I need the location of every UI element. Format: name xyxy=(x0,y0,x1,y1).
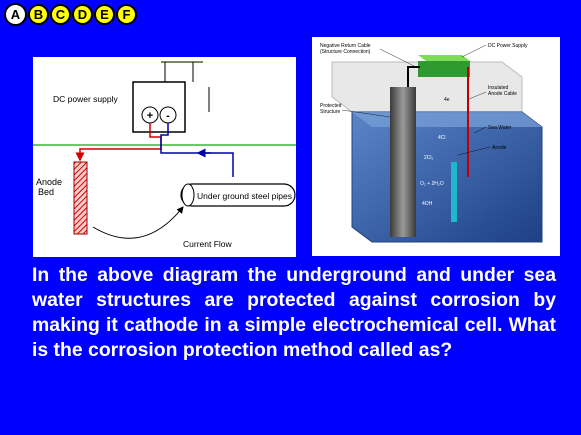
insulated-label-2: Anode Cable xyxy=(488,91,517,97)
anode-rod xyxy=(451,162,457,222)
insulated-label-1: Insulated xyxy=(488,85,509,91)
protected-label-1: Protected xyxy=(320,103,342,109)
chem-4oh: 4OH xyxy=(422,201,433,207)
chem-o2: O₂ + 2H₂O xyxy=(420,181,444,187)
option-d-button[interactable]: D xyxy=(72,4,93,25)
protected-structure-pile xyxy=(390,87,416,237)
anode-label-2: Bed xyxy=(38,187,54,197)
option-b-button[interactable]: B xyxy=(28,4,49,25)
anode-bed xyxy=(73,161,88,235)
dc-power-supply-box xyxy=(418,55,470,61)
pipe-label: Under ground steel pipes xyxy=(197,191,292,201)
anode-label-1: Anode xyxy=(36,177,62,187)
minus-sign: - xyxy=(166,110,170,122)
chem-4cl: 4Cl xyxy=(438,135,446,141)
dc-power-label: DC Power Supply xyxy=(488,43,528,49)
sea-water-label: Sea Water xyxy=(488,125,512,131)
chem-2cl2: 2Cl₂ xyxy=(424,155,434,161)
protected-label-2: Structure xyxy=(320,109,341,115)
dc-box xyxy=(132,81,186,133)
current-flow-label: Current Flow xyxy=(183,239,233,249)
question-text: In the above diagram the underground and… xyxy=(32,264,556,361)
underground-pipe-diagram: + - DC power supply Anode Bed Under grou… xyxy=(33,57,296,257)
neg-return-label-2: (Structure Connection) xyxy=(320,49,371,55)
steel-pipe xyxy=(180,183,296,207)
dc-power-supply-label: DC power supply xyxy=(53,94,118,104)
option-a-button[interactable]: A xyxy=(4,3,27,26)
option-c-button[interactable]: C xyxy=(50,4,71,25)
option-f-button[interactable]: F xyxy=(116,4,137,25)
plus-sign: + xyxy=(147,110,153,122)
neg-return-label-1: Negative Return Cable xyxy=(320,43,371,49)
sea-water-diagram: Negative Return Cable (Structure Connect… xyxy=(312,37,560,256)
chem-4e: 4e xyxy=(444,97,450,103)
anode-label: Anode xyxy=(492,145,507,151)
answer-options: A B C D E F xyxy=(4,3,137,26)
option-e-button[interactable]: E xyxy=(94,4,115,25)
